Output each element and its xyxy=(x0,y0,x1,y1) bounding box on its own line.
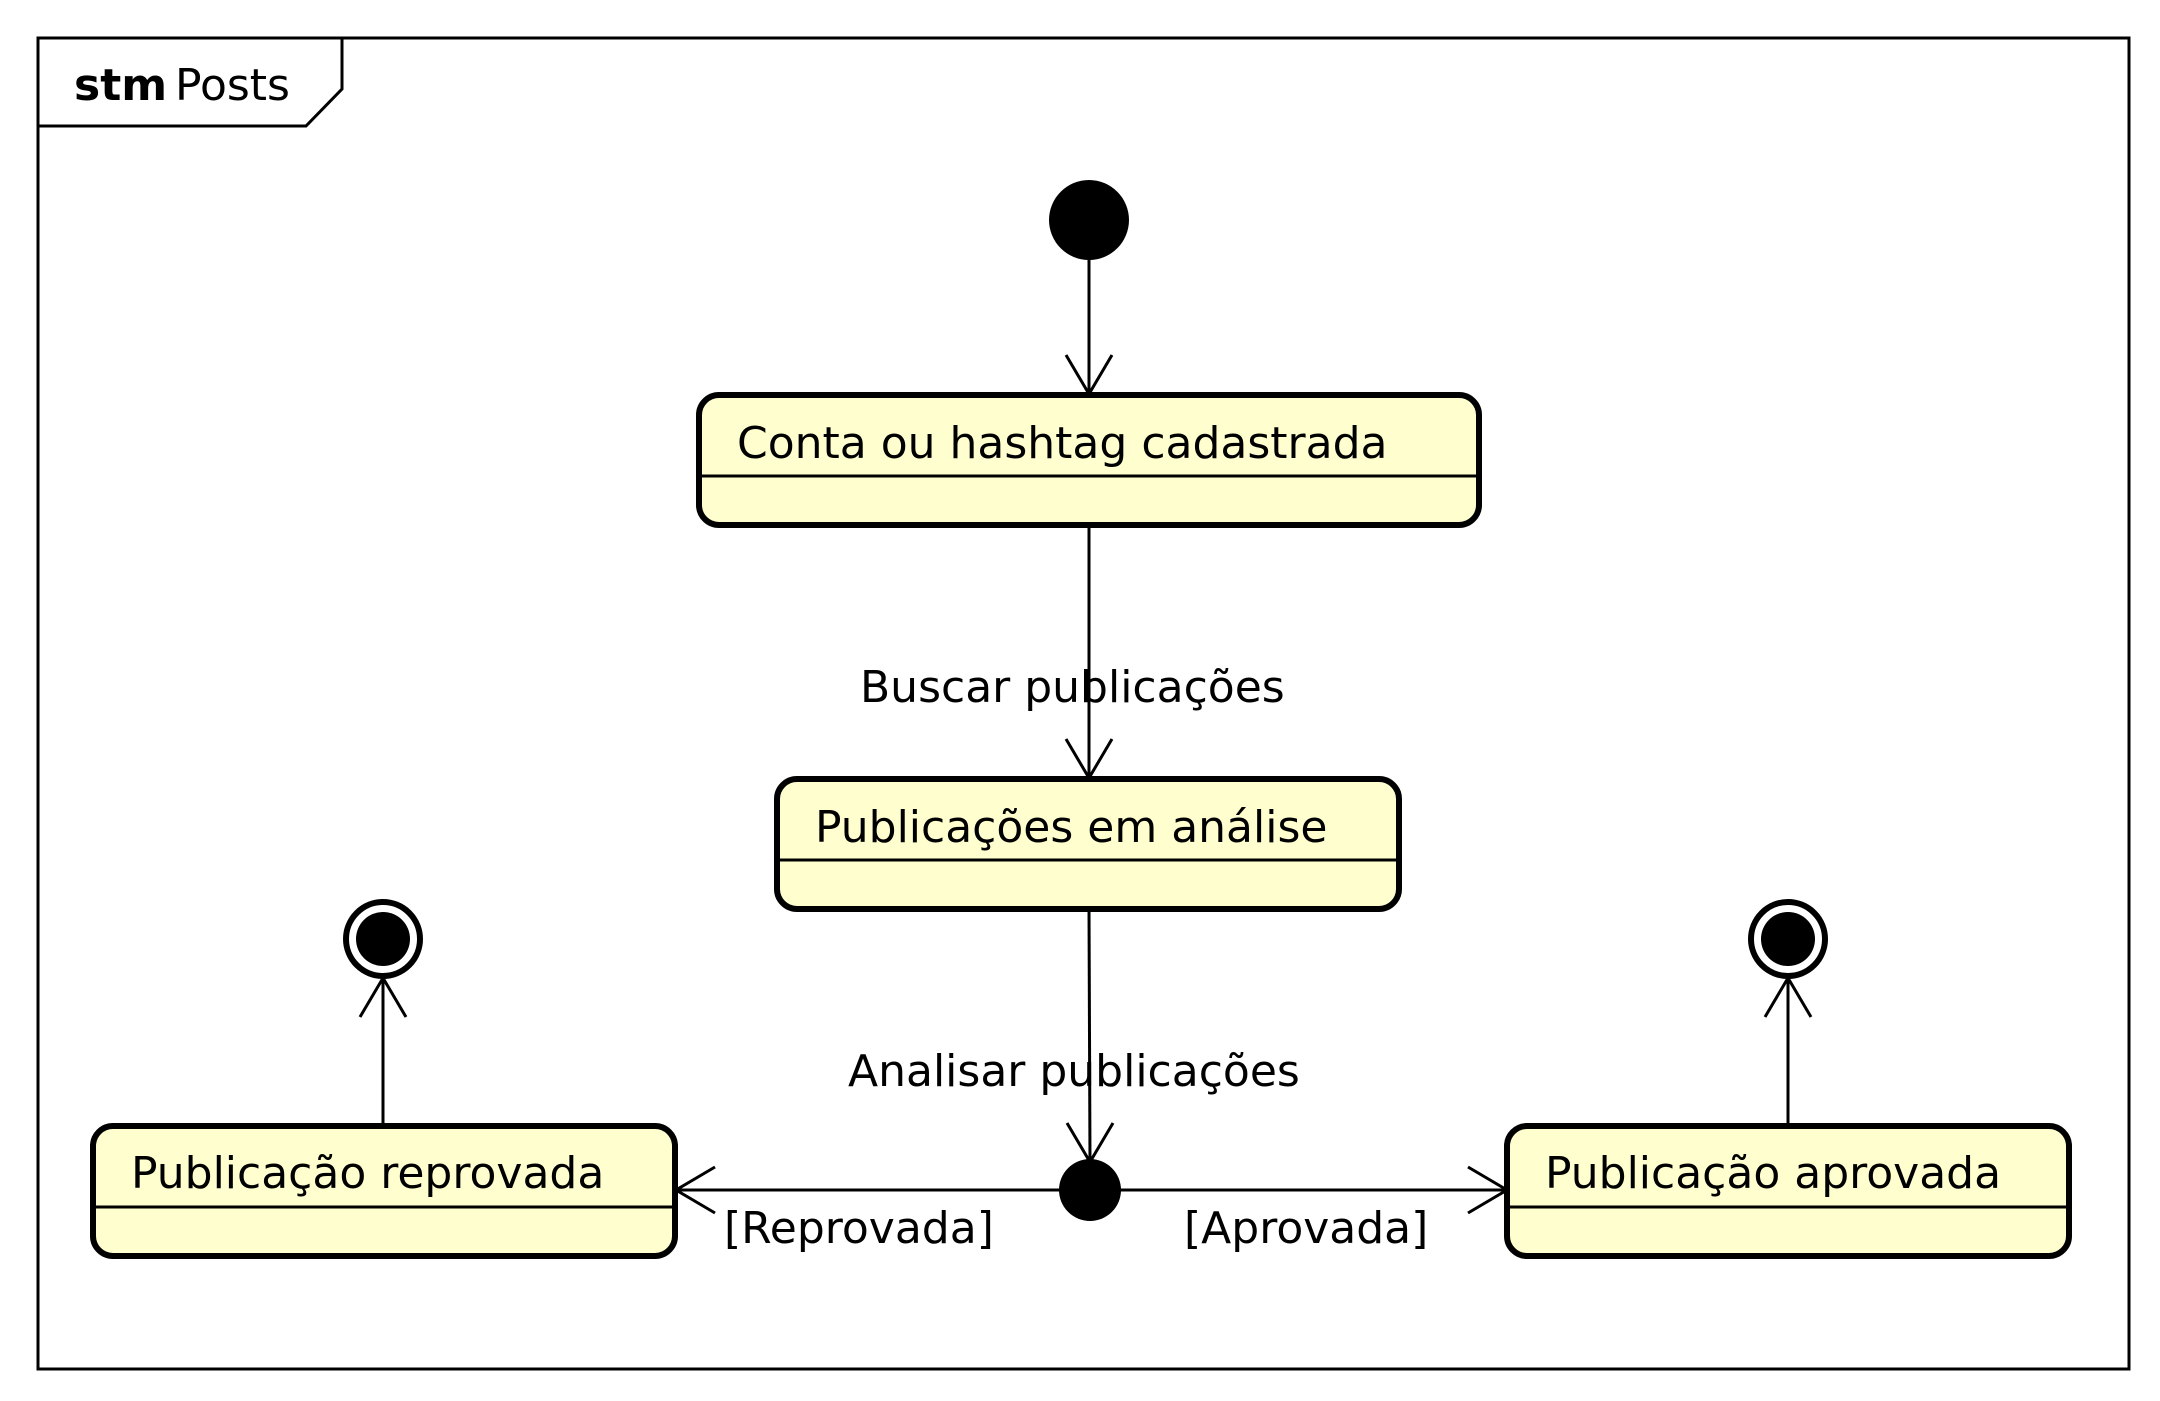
final-state-right xyxy=(1748,899,1828,979)
state-conta-label: Conta ou hashtag cadastrada xyxy=(737,418,1387,469)
transition-aprovada-guard: [Aprovada] xyxy=(1184,1203,1428,1254)
junction-point xyxy=(1059,1159,1121,1221)
diagram-frame xyxy=(36,36,2131,1371)
transition-reprovada-guard: [Reprovada] xyxy=(724,1203,994,1254)
state-analise[interactable]: Publicações em análise xyxy=(774,776,1402,912)
transition-buscar-label: Buscar publicações xyxy=(860,662,1285,713)
frame-title: Posts xyxy=(175,60,290,111)
state-aprovada[interactable]: Publicação aprovada xyxy=(1504,1123,2072,1259)
transition-analisar-label: Analisar publicações xyxy=(848,1046,1300,1097)
frame-keyword: stm xyxy=(74,60,167,111)
state-reprovada[interactable]: Publicação reprovada xyxy=(90,1123,678,1259)
state-conta[interactable]: Conta ou hashtag cadastrada xyxy=(696,392,1482,528)
transition-analisar-line xyxy=(1087,908,1092,1163)
state-analise-label: Publicações em análise xyxy=(815,802,1327,853)
state-reprovada-label: Publicação reprovada xyxy=(131,1148,604,1199)
state-aprovada-label: Publicação aprovada xyxy=(1545,1148,2001,1199)
initial-state xyxy=(1049,180,1129,260)
final-state-left xyxy=(343,899,423,979)
frame-tab xyxy=(38,38,344,128)
